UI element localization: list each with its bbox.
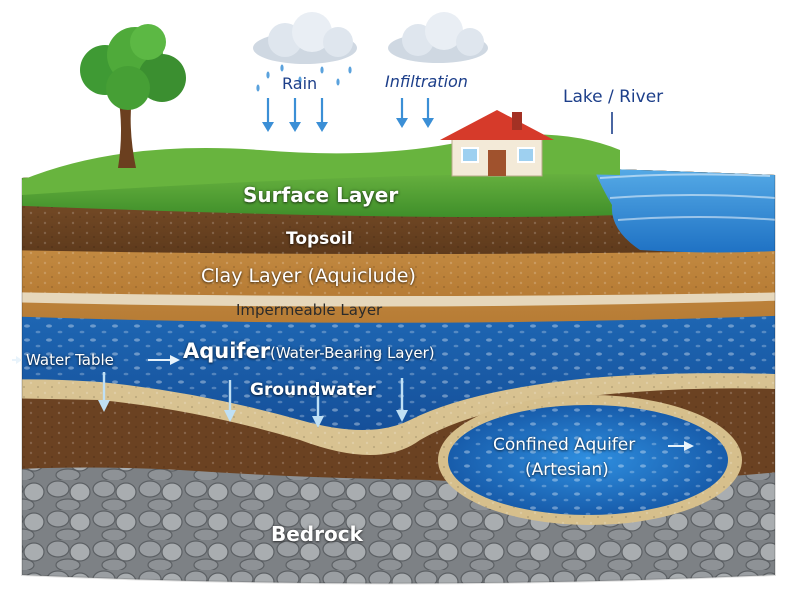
groundwater-label: Groundwater	[250, 380, 376, 400]
confined-aquifer-label: Confined Aquifer	[493, 435, 636, 455]
aquifer-sub-label: (Water-Bearing Layer)	[270, 344, 435, 362]
lake-river-label: Lake / River	[563, 87, 664, 107]
cloud-icon	[388, 12, 488, 63]
infiltration-label: Infiltration	[385, 72, 468, 91]
arrow-down-icon	[98, 372, 408, 428]
confined-aquifer-lens	[438, 395, 742, 525]
clay-layer-label: Clay Layer (Aquiclude)	[201, 265, 416, 287]
topsoil-label: Topsoil	[286, 229, 353, 249]
arrow-down-icon	[262, 98, 434, 132]
water-table-label: Water Table	[26, 351, 114, 369]
artesian-label: (Artesian)	[525, 460, 609, 480]
aquifer-label: Aquifer	[183, 339, 271, 363]
impermeable-layer-label: Impermeable Layer	[236, 301, 383, 319]
surface-layer-label: Surface Layer	[243, 183, 399, 207]
rain-drops	[256, 64, 352, 92]
cloud-icon	[253, 12, 357, 64]
tree-icon	[80, 24, 186, 168]
house-icon	[440, 110, 554, 177]
arrow-right-icon	[12, 355, 694, 451]
bedrock-label: Bedrock	[271, 522, 363, 546]
rain-label: Rain	[282, 74, 318, 93]
earth-cross-section	[22, 166, 775, 584]
